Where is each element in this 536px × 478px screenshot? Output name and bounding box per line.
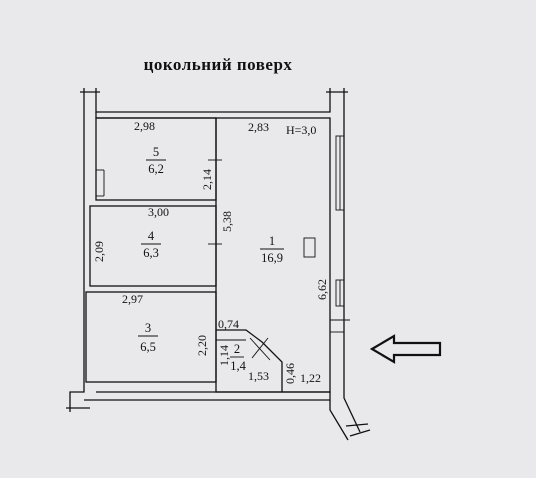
- dimension-1-53: 1,53: [248, 369, 269, 383]
- room-5-area: 6,2: [148, 162, 164, 176]
- room-1-area: 16,9: [261, 251, 283, 265]
- height-label: H=3,0: [286, 123, 316, 137]
- dimension-2-09: 2,09: [92, 241, 106, 262]
- dimension-2-14: 2,14: [200, 169, 214, 190]
- dimensions: 2,98 2,83 H=3,0 2,14 5,38 3,00 2,09 2,97…: [92, 119, 329, 385]
- interior-walls: [85, 117, 350, 393]
- dimension-2-97: 2,97: [122, 292, 143, 306]
- windows: [303, 135, 345, 307]
- room-labels: 5 6,2 4 6,3 3 6,5 1 16,9 2 1,4: [138, 145, 284, 373]
- dimension-1-22: 1,22: [300, 371, 321, 385]
- dimension-0-74: 0,74: [218, 317, 239, 331]
- floor-title: цокольний поверх: [144, 55, 293, 74]
- dimension-6-62: 6,62: [315, 279, 329, 300]
- dimension-2-98: 2,98: [134, 119, 155, 133]
- entrance-arrow-icon: [369, 334, 442, 364]
- dimension-2-20: 2,20: [195, 335, 209, 356]
- dimension-0-46: 0,46: [283, 363, 297, 384]
- room-3-number: 3: [145, 321, 151, 335]
- room-2-area: 1,4: [230, 359, 246, 373]
- room-4-number: 4: [148, 229, 155, 243]
- outer-walls: [66, 88, 371, 441]
- room-2-number: 2: [234, 342, 240, 356]
- room-1-number: 1: [269, 234, 275, 248]
- dimension-1-14: 1,14: [217, 345, 231, 366]
- dimension-3-00: 3,00: [148, 205, 169, 219]
- room-3-area: 6,5: [140, 340, 156, 354]
- dimension-5-38: 5,38: [220, 211, 234, 232]
- room-5-number: 5: [153, 145, 159, 159]
- room-1-fixture: [303, 237, 316, 258]
- dimension-2-83: 2,83: [248, 120, 269, 134]
- room-4-area: 6,3: [143, 246, 159, 260]
